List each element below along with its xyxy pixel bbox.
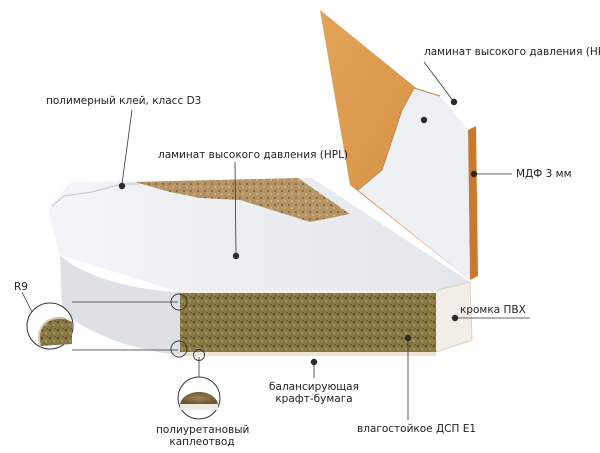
radius-marker-bottom [170,340,188,358]
pvc-edge [429,281,473,353]
leader-lines [21,61,530,420]
label-hpl-middle: ламинат высокого давления (HPL) [158,149,349,161]
label-balancing-kraft: балансирующая крафт-бумага [268,381,360,405]
wall-panel-mdf-edge [468,126,478,280]
label-drip-line2: каплеотвод [169,436,235,448]
radius-marker-top [170,293,188,311]
r9-zoom [26,302,74,350]
leader-hpl-middle [234,161,237,255]
drip-marker [193,349,205,361]
countertop [48,178,473,355]
countertop-front-rounded-edge [60,255,180,355]
leader-glue [121,109,133,185]
countertop-peeled-area [135,178,350,222]
chipboard-section [180,290,436,356]
leader-dots [118,98,478,366]
leader-hpl-top [423,61,455,103]
balancing-kraft-paper [180,352,436,356]
label-balancing-line1: балансирующая [269,381,359,393]
label-mdf: МДФ 3 мм [516,168,572,180]
wall-panel-white-back [358,88,470,280]
chipboard-block [180,292,436,352]
label-balancing-line2: крафт-бумага [275,393,353,405]
label-edge-pvc: кромка ПВХ [460,304,526,316]
label-hpl-top: ламинат высокого давления (HPL) [424,46,600,58]
label-drip: полиуретановый каплеотвод [156,424,250,448]
wall-panel [320,10,478,280]
label-glue: полимерный клей, класс D3 [46,95,202,107]
drip-zoom [177,376,221,420]
label-r9: R9 [14,281,28,293]
countertop-top-surface [48,178,470,292]
label-chipboard: влагостойкое ДСП Е1 [357,423,477,435]
label-drip-line1: полиуретановый [156,424,250,436]
